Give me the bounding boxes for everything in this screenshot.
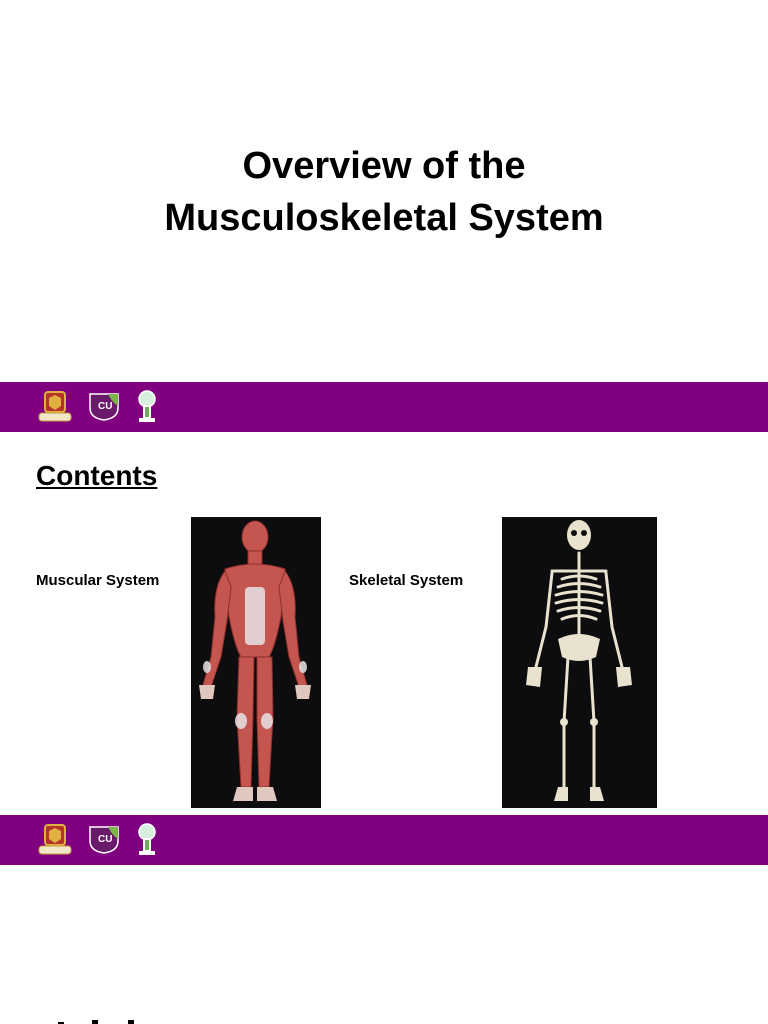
cu-medicine-logo: CU [88, 823, 120, 855]
logo-banner-bottom: CU [0, 815, 768, 865]
slide-title: Overview of the Musculoskeletal System [0, 140, 768, 244]
contents-heading: Contents [36, 460, 158, 491]
svg-text:CU: CU [98, 401, 112, 412]
school-emblem-icon [134, 390, 160, 424]
next-slide-heading-partial [36, 1010, 176, 1024]
skeletal-system-label: Skeletal System [349, 572, 464, 589]
title-line-2: Musculoskeletal System [164, 197, 604, 239]
university-crest-icon [37, 823, 73, 857]
cu-medicine-logo: CU [88, 390, 120, 422]
muscular-system-figure [191, 517, 321, 808]
muscular-system-label: Muscular System [36, 572, 160, 589]
university-crest-icon [37, 390, 73, 424]
skeletal-system-figure [502, 517, 657, 808]
title-line-1: Overview of the [242, 145, 526, 187]
partial-heading-glyphs [58, 1020, 134, 1024]
svg-text:CU: CU [98, 834, 112, 845]
logo-banner-top: CU [0, 382, 768, 432]
school-emblem-icon [134, 823, 160, 857]
